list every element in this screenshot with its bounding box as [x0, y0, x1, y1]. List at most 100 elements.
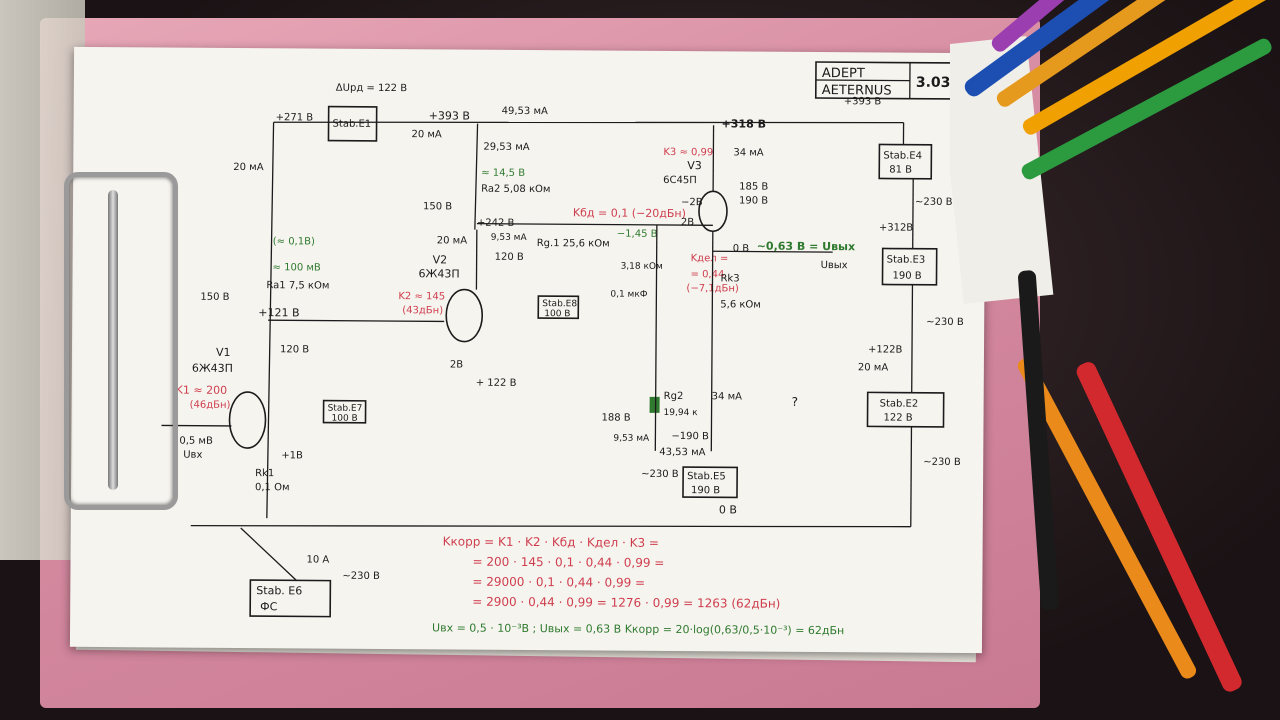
i20-top-label: 20 мА	[411, 129, 442, 140]
uvyx-label: Uвых	[821, 260, 848, 271]
v150-v1: 150 В	[200, 292, 229, 303]
i49-label: 49,53 мА	[502, 106, 548, 117]
v2-tube	[445, 288, 484, 343]
question-mark: ?	[792, 395, 798, 409]
v120-v2: 120 В	[495, 252, 524, 263]
title-line1: ADEPT	[822, 66, 865, 81]
k3-label: K3 ≈ 0,99	[663, 147, 713, 158]
v122-v2: + 122 В	[476, 378, 517, 389]
formula-line3: = 29000 · 0,1 · 0,44 · 0,99 =	[472, 575, 645, 590]
v1b-label: +1В	[281, 450, 303, 461]
black-pen-icon	[1018, 270, 1059, 610]
v3-type: 6С45П	[663, 175, 697, 186]
v230a-label: ~230 В	[915, 197, 953, 208]
stab-e5-box	[682, 466, 738, 499]
stab-e6-box	[249, 579, 332, 618]
clipboard-clip-ring	[64, 172, 178, 510]
uvx-label: Uвх	[183, 450, 202, 461]
purple-fineliner-icon	[991, 0, 1196, 52]
v3-tube	[698, 190, 728, 233]
stab-e8-volt: 100 В	[544, 309, 570, 319]
stab-e2-box	[866, 391, 945, 428]
kdel-label: Kдел =	[691, 253, 729, 264]
k2-label: K2 ≈ 145	[398, 291, 445, 302]
stab-e5-label: Stab.E5	[687, 471, 726, 482]
c01-label: 0,1 мкФ	[610, 290, 647, 300]
stab-e6-label: Stab. E6	[256, 584, 302, 597]
clipboard-clip-bar	[108, 190, 118, 490]
v3-name: V3	[687, 159, 702, 172]
i4353-label: 43,53 мА	[659, 447, 705, 458]
ra2-label: Ra2 5,08 кОм	[481, 184, 550, 195]
v185-label: 185 В	[739, 181, 768, 192]
v2-name: V2	[433, 253, 448, 266]
stab-e8-box	[537, 295, 580, 320]
v230-bottom: ~230 В	[641, 469, 679, 480]
stab-e7-volt: 100 В	[331, 414, 357, 424]
stab-e2-label: Stab.E2	[880, 398, 919, 409]
stab-e4-label: Stab.E4	[883, 150, 922, 161]
v145-label: −1,45 В	[617, 229, 658, 240]
stab-e3-label: Stab.E3	[887, 255, 926, 266]
i34-label: 34 мА	[733, 147, 764, 158]
rk1-label: Rk1	[255, 468, 274, 479]
stab-e4-volt: 81 В	[889, 165, 912, 176]
notes-sheet	[950, 36, 1054, 304]
v2b-label: 2В	[450, 359, 463, 370]
i953-mid: 9,53 мА	[613, 434, 650, 444]
blue-pen-icon	[964, 0, 1172, 97]
orange-fineliner-icon	[996, 0, 1250, 107]
rg1-label: Rg.1 25,6 кОм	[537, 238, 610, 250]
udrop-label: ΔUрд = 122 В	[336, 83, 407, 94]
i953-v2: 9,53 мА	[491, 233, 528, 243]
stab-e8-label: Stab.E8	[542, 299, 577, 309]
kdel-value: = 0,44	[690, 269, 724, 280]
i20-v2: 20 мА	[437, 235, 468, 246]
i29-label: 29,53 мА	[483, 142, 529, 153]
v122-right: +122В	[868, 344, 903, 355]
i10-label: 10 А	[306, 554, 329, 565]
v393b-label: +393 В	[844, 96, 882, 107]
formula-line2: = 200 · 145 · 0,1 · 0,44 · 0,99 =	[472, 555, 664, 570]
formula-line4: = 2900 · 0,44 · 0,99 = 1276 · 0,99 = 126…	[472, 595, 780, 611]
ra1-label: Ra1 7,5 кОм	[266, 280, 329, 291]
stab-e3-volt: 190 В	[892, 271, 921, 282]
v2-type: 6Ж43П	[418, 267, 459, 280]
v121-label: +121 В	[258, 306, 299, 319]
formula-line1: Kкорр = K1 · K2 · Kбд · Kдел · K3 =	[443, 534, 659, 550]
v271-label: +271 В	[276, 112, 314, 123]
v0-bottom: 0 В	[719, 503, 737, 516]
out-label: ~0,63 В = Uвых	[757, 240, 855, 254]
v318-label: +318 В	[722, 117, 766, 130]
stab-e3-box	[881, 247, 938, 286]
v1-name: V1	[216, 346, 231, 359]
stab-e2-volt: 122 В	[883, 412, 912, 423]
formula-line5: Uвх = 0,5 · 10⁻³В ; Uвых = 0,63 В Kкорр …	[432, 621, 844, 637]
i20-right: 20 мА	[858, 362, 889, 373]
rk3-value: 5,6 кОм	[720, 299, 761, 310]
rg2-resistor	[649, 396, 660, 413]
stab-e7-label: Stab.E7	[328, 404, 363, 414]
v190-v3: 190 В	[739, 195, 768, 206]
title-line2: AETERNUS	[822, 83, 892, 98]
k1-label: K1 ≈ 200	[176, 384, 228, 397]
v230c-label: ~230 В	[923, 457, 961, 468]
sheet-number: 3.03	[916, 75, 951, 91]
red-pen-icon	[1076, 362, 1242, 692]
r1994-label: 19,94 к	[664, 408, 699, 418]
k1-db: (46дБн)	[190, 400, 231, 411]
pens-group	[950, 0, 1280, 692]
v150-v2: 150 В	[423, 201, 452, 212]
r318-label: 3,18 кОм	[621, 262, 663, 272]
v190-mid: −190 В	[671, 431, 709, 442]
v120-v1: 120 В	[280, 344, 309, 355]
v230b-label: ~230 В	[926, 317, 964, 328]
keq-label: Kбд = 0,1 (−20дБн)	[573, 206, 686, 220]
green-fineliner-icon	[1021, 38, 1272, 180]
stab-e5-volt: 190 В	[691, 485, 720, 496]
i34b-label: 34 мА	[712, 391, 743, 402]
v14-label: ≈ 14,5 В	[481, 168, 525, 179]
stab-e4-box	[878, 143, 933, 180]
rg2-label: Rg2	[664, 391, 684, 402]
v312-label: +312В	[879, 222, 914, 233]
